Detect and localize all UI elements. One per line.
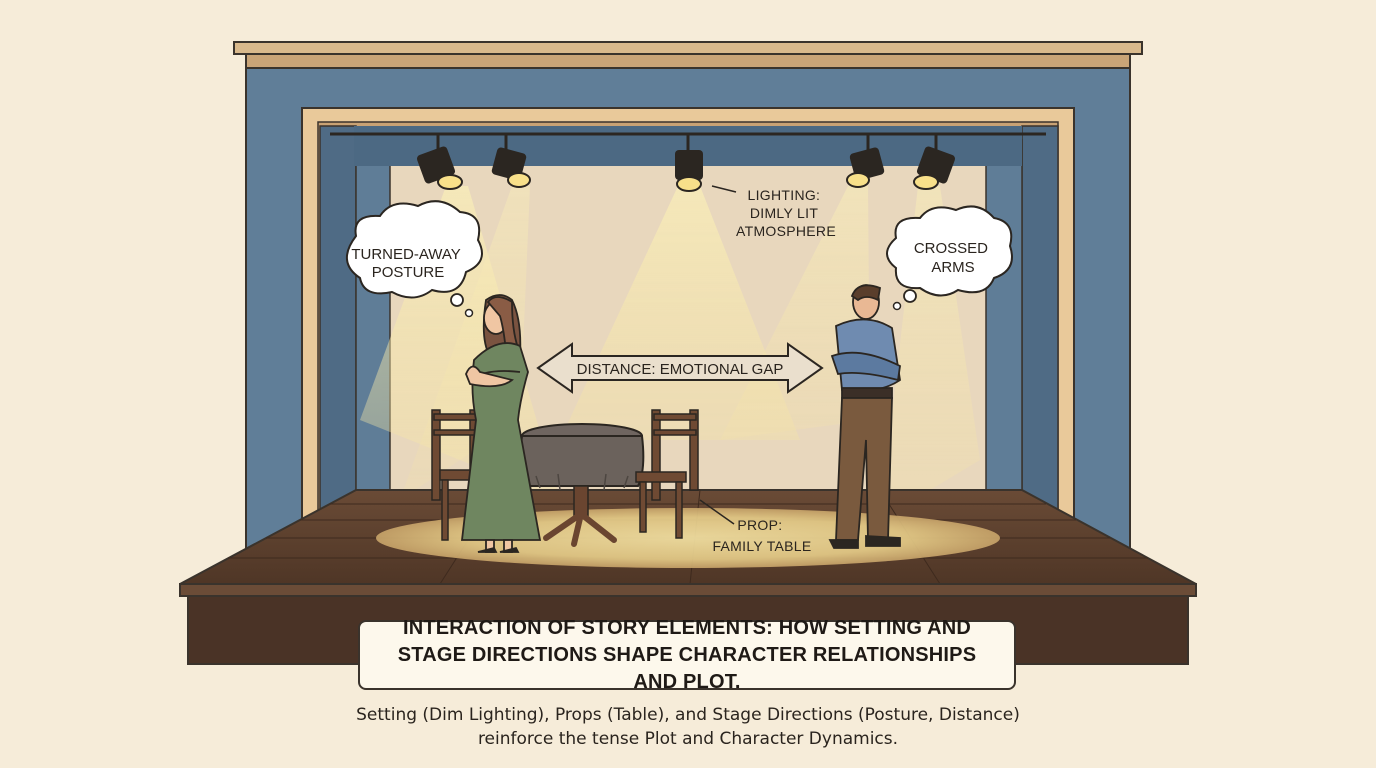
thought-woman-line-2: POSTURE (372, 264, 445, 281)
thought-woman-line-1: TURNED-AWAY (351, 246, 460, 263)
title-box: INTERACTION OF STORY ELEMENTS: HOW SETTI… (358, 617, 1016, 693)
distance-arrow: DISTANCE: EMOTIONAL GAP (536, 342, 824, 394)
svg-text:CROSSED ARMS: CROSSED ARMS (914, 240, 992, 276)
diagram-title: INTERACTION OF STORY ELEMENTS: HOW SETTI… (397, 616, 977, 693)
prop-callout: PROP: FAMILY TABLE (712, 517, 811, 554)
man-character (828, 284, 901, 549)
proscenium-cornice (233, 41, 1143, 69)
distance-arrow-label: DISTANCE: EMOTIONAL GAP (577, 361, 784, 378)
spotlight-1 (416, 134, 463, 190)
prop-callout-line-2: FAMILY TABLE (712, 538, 811, 554)
lighting-callout-line-3: ATMOSPHERE (736, 223, 836, 239)
thought-bubble-woman: TURNED-AWAY POSTURE (346, 200, 483, 318)
curtain-right (985, 125, 1059, 531)
spotlight-4 (846, 134, 885, 188)
lighting-callout-line-1: LIGHTING: (748, 187, 821, 203)
thought-man-line-2: ARMS (931, 259, 974, 276)
family-table (519, 423, 645, 547)
stage-apron (179, 583, 1197, 665)
spotlight-3 (675, 134, 703, 192)
svg-text:TURNED-AWAY POSTURE: TURNED-AWAY POSTURE (351, 246, 464, 281)
curtain-left (319, 125, 391, 531)
chair-right (635, 409, 699, 539)
stage-floor (179, 489, 1197, 585)
svg-text:LIGHTING: DIMLY LIT: LIGHTING: DIMLY LIT ATMOSPHERE (736, 187, 836, 239)
lighting-leader (711, 185, 737, 193)
woman-character (460, 294, 542, 553)
thought-man-line-1: CROSSED (914, 240, 988, 257)
spotlight-5 (913, 134, 956, 190)
lighting-callout: LIGHTING: DIMLY LIT ATMOSPHERE (736, 187, 836, 239)
prop-callout-line-1: PROP: (737, 517, 782, 533)
lighting-callout-line-2: DIMLY LIT (750, 205, 818, 221)
spotlight-2 (491, 134, 531, 188)
diagram-caption: Setting (Dim Lighting), Props (Table), a… (356, 705, 1020, 749)
prop-leader (699, 499, 735, 525)
thought-bubble-man: CROSSED ARMS (886, 205, 1013, 311)
svg-text:PROP: FAMILY TABLE: PROP: FAMILY TABLE (712, 517, 811, 554)
